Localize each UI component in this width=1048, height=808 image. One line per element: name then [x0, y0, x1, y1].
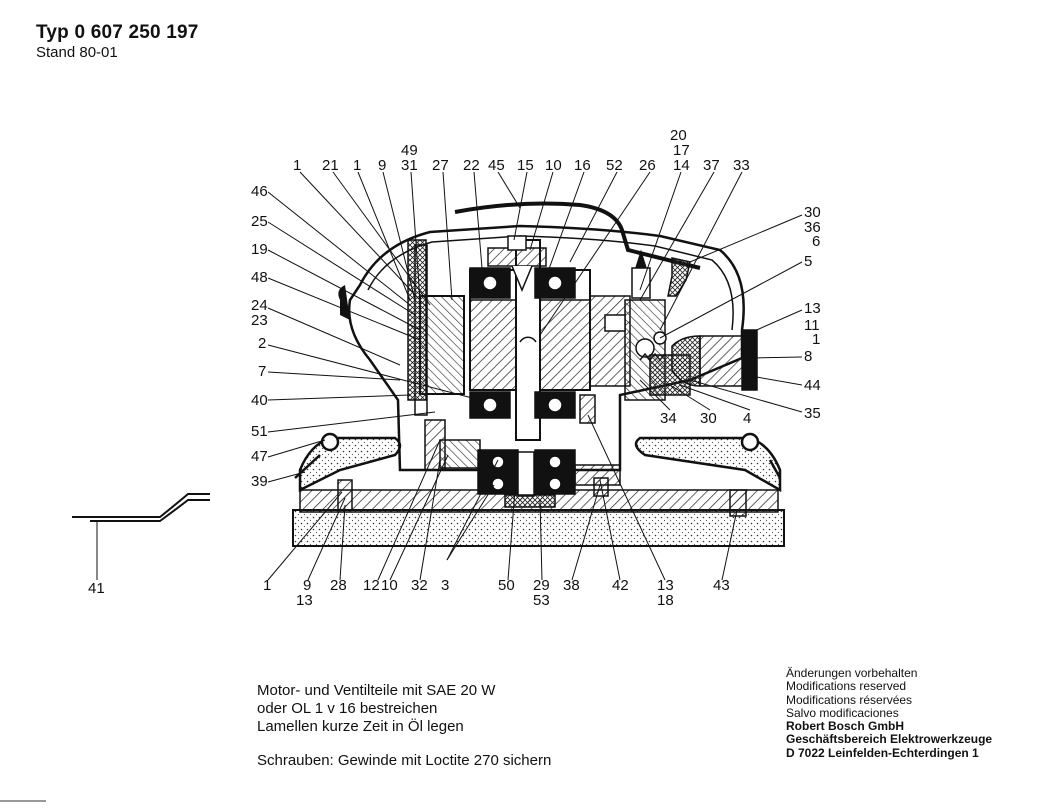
callout-label: 50	[498, 577, 515, 594]
callout-label: 1	[353, 157, 361, 174]
callout-label: 20	[670, 127, 687, 144]
imprint-line: Modifications réservées	[786, 692, 913, 707]
callout-label: 1	[812, 331, 820, 348]
note-line: Schrauben: Gewinde mit Loctite 270 siche…	[257, 752, 552, 769]
callout-label: 53	[533, 592, 550, 609]
callout-label: 27	[432, 157, 449, 174]
callout-label: 8	[804, 348, 812, 365]
leader-lines	[96, 171, 803, 581]
callout-label: 23	[251, 312, 268, 329]
document-subtitle: Stand 80-01	[36, 44, 118, 61]
callout-label: 1	[293, 157, 301, 174]
callout-label: 37	[703, 157, 720, 174]
imprint-division: Geschäftsbereich Elektrowerkzeuge	[786, 732, 993, 747]
callout-labels: 1 21 1 9 49 31 27 22 45 15 10 16 52 26 2…	[88, 127, 821, 609]
callout-label: 9	[303, 577, 311, 594]
callout-label: 35	[804, 405, 821, 422]
callout-label: 28	[330, 577, 347, 594]
callout-label: 49	[401, 142, 418, 159]
callout-label: 1	[263, 577, 271, 594]
callout-label: 10	[381, 577, 398, 594]
bearings	[469, 267, 576, 508]
callout-label: 22	[463, 157, 480, 174]
callout-label: 52	[606, 157, 623, 174]
callout-label: 2	[258, 335, 266, 352]
callout-label: 42	[612, 577, 629, 594]
callout-label: 13	[657, 577, 674, 594]
callout-label: 46	[251, 183, 268, 200]
note-line: Lamellen kurze Zeit in Öl legen	[257, 718, 464, 735]
document-title: Typ 0 607 250 197	[36, 22, 199, 43]
imprint-address: D 7022 Leinfelden-Echterdingen 1	[786, 745, 979, 760]
callout-label: 30	[700, 410, 717, 427]
lubrication-notes: Motor- und Ventilteile mit SAE 20 W oder…	[257, 682, 551, 770]
callout-label: 9	[378, 157, 386, 174]
callout-label: 11	[804, 317, 820, 334]
top-cap	[487, 235, 547, 292]
callout-label: 44	[804, 377, 821, 394]
callout-label: 12	[363, 577, 380, 594]
callout-label: 13	[804, 300, 821, 317]
callout-label: 7	[258, 363, 266, 380]
callout-label: 41	[88, 580, 105, 597]
callout-label: 14	[673, 157, 690, 174]
publisher-imprint: Änderungen vorbehalten Modifications res…	[786, 666, 993, 760]
callout-label: 25	[251, 213, 268, 230]
imprint-company: Robert Bosch GmbH	[786, 719, 905, 734]
callout-label: 32	[411, 577, 428, 594]
callout-label: 45	[488, 157, 505, 174]
imprint-line: Änderungen vorbehalten	[786, 666, 918, 680]
callout-label: 26	[639, 157, 656, 174]
callout-label: 24	[251, 297, 268, 314]
callout-label: 39	[251, 473, 268, 490]
callout-label: 40	[251, 392, 268, 409]
note-line: Motor- und Ventilteile mit SAE 20 W	[257, 682, 496, 699]
callout-label: 43	[713, 577, 730, 594]
fixing-screws	[337, 244, 747, 517]
callout-label: 16	[574, 157, 591, 174]
callout-label: 5	[804, 253, 812, 270]
imprint-line: Modifications reserved	[786, 679, 907, 694]
callout-label: 13	[296, 592, 313, 609]
callout-label: 30	[804, 204, 821, 221]
callout-label: 31	[401, 157, 418, 174]
imprint-line: Salvo modificaciones	[786, 705, 899, 720]
callout-label: 6	[812, 233, 820, 250]
note-line: oder OL 1 v 16 bestreichen	[257, 700, 438, 717]
callout-label: 21	[322, 157, 339, 174]
callout-label: 10	[545, 157, 562, 174]
clamp-brackets	[294, 432, 782, 493]
callout-label: 29	[533, 577, 550, 594]
part-41-strip	[72, 493, 210, 522]
callout-label: 34	[660, 410, 677, 427]
callout-label: 51	[251, 423, 268, 440]
callout-label: 38	[563, 577, 580, 594]
callout-label: 19	[251, 241, 268, 258]
callout-label: 4	[743, 410, 751, 427]
callout-label: 33	[733, 157, 750, 174]
callout-label: 17	[673, 142, 690, 159]
callout-label: 15	[517, 157, 534, 174]
callout-label: 18	[657, 592, 674, 609]
page-corner-mark	[0, 800, 46, 802]
callout-label: 36	[804, 219, 821, 236]
callout-label: 3	[441, 577, 449, 594]
callout-label: 47	[251, 448, 268, 465]
callout-label: 48	[251, 269, 268, 286]
